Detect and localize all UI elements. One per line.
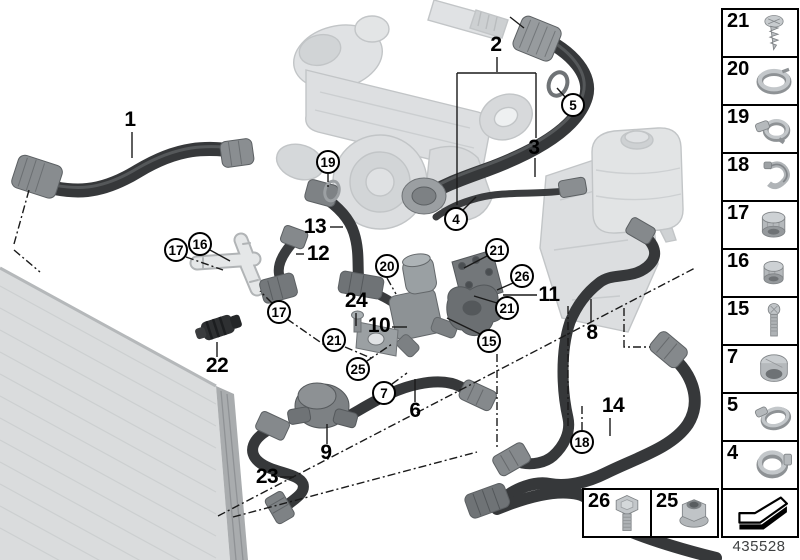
callout-circled-17[interactable]: 17	[164, 238, 188, 262]
bracket-24	[351, 310, 399, 357]
callout-circled-19[interactable]: 19	[316, 150, 340, 174]
clamp-angled-icon	[752, 397, 796, 437]
legend-item-number: 17	[727, 202, 750, 224]
callout-24[interactable]: 24	[344, 289, 368, 312]
callout-circled-16[interactable]: 16	[188, 232, 212, 256]
hose-2	[418, 29, 595, 204]
legend-item-number: 16	[727, 250, 750, 272]
callout-12[interactable]: 12	[306, 242, 330, 265]
callout-circled-7[interactable]: 7	[372, 381, 396, 405]
callout-circled-18[interactable]: 18	[570, 430, 594, 454]
radiator	[0, 266, 248, 560]
legend-item-15[interactable]: 15	[721, 296, 799, 346]
legend-item-25[interactable]: 25	[650, 488, 719, 538]
legend-item-7[interactable]: 7	[721, 344, 799, 394]
legend-item-5[interactable]: 5	[721, 392, 799, 442]
screw-icon	[752, 13, 796, 53]
mounting-bracket	[446, 249, 505, 337]
coupler-icon	[752, 205, 796, 245]
callout-circled-21[interactable]: 21	[485, 238, 509, 262]
callout-circled-21[interactable]: 21	[495, 296, 519, 320]
callout-circled-15[interactable]: 15	[477, 329, 501, 353]
legend-item-number: 5	[727, 394, 739, 416]
bolt-icon	[752, 301, 796, 341]
legend-item-26[interactable]: 26	[582, 488, 652, 538]
hose-clamp-icon	[752, 61, 796, 101]
corner-arrow-icon	[728, 495, 794, 533]
ghost-pipe	[427, 0, 509, 41]
legend-sidebar: 21 20 19 18 17 16 15 7 5 4	[721, 8, 799, 490]
hose-8	[516, 225, 661, 470]
clamp-tab-icon	[752, 445, 796, 485]
callout-circled-20[interactable]: 20	[375, 254, 399, 278]
temperature-sensor	[195, 314, 242, 341]
callout-circled-26[interactable]: 26	[510, 264, 534, 288]
hose-6	[341, 376, 474, 423]
callout-23[interactable]: 23	[255, 465, 279, 488]
clamp-screw-icon	[752, 109, 796, 149]
callout-circled-25[interactable]: 25	[346, 357, 370, 381]
callout-circled-17[interactable]: 17	[267, 300, 291, 324]
hose-1	[23, 141, 251, 198]
legend-item-number: 18	[727, 154, 750, 176]
callout-circled-4[interactable]: 4	[444, 207, 468, 231]
legend-item-number: 21	[727, 10, 750, 32]
callout-1[interactable]: 1	[124, 108, 136, 131]
legend-item-17[interactable]: 17	[721, 200, 799, 250]
legend-item-number: 19	[727, 106, 750, 128]
legend-item-number: 20	[727, 58, 750, 80]
fittings	[11, 15, 688, 525]
callout-3[interactable]: 3	[528, 136, 540, 159]
callout-6[interactable]: 6	[409, 399, 421, 422]
water-pump	[287, 382, 359, 429]
legend-arrow-box	[721, 488, 799, 538]
clip-icon	[752, 157, 796, 197]
leader-lines	[13, 16, 696, 518]
legend-item-4[interactable]: 4	[721, 440, 799, 490]
legend-item-number: 25	[656, 490, 679, 512]
legend-item-number: 26	[588, 490, 611, 512]
callout-9[interactable]: 9	[320, 441, 332, 464]
callout-circled-5[interactable]: 5	[561, 93, 585, 117]
sleeve-icon	[752, 349, 796, 389]
legend-item-19[interactable]: 19	[721, 104, 799, 154]
legend-item-number: 7	[727, 346, 739, 368]
ghost-parts	[275, 0, 684, 333]
hex-bolt-icon	[605, 493, 649, 533]
legend-item-number: 4	[727, 442, 739, 464]
callout-8[interactable]: 8	[586, 321, 598, 344]
coupler-small-icon	[752, 253, 796, 293]
flange-nut-icon	[672, 493, 716, 533]
legend-item-21[interactable]: 21	[721, 8, 799, 58]
callout-22[interactable]: 22	[205, 354, 229, 377]
hose-23	[247, 422, 309, 514]
callout-2[interactable]: 2	[490, 33, 502, 56]
catalog-number: 435528	[732, 538, 786, 555]
callout-11[interactable]: 11	[538, 283, 560, 306]
callout-10[interactable]: 10	[367, 314, 391, 337]
callout-13[interactable]: 13	[303, 215, 327, 238]
ghost-egr-assembly	[275, 15, 533, 230]
callout-circled-21[interactable]: 21	[322, 328, 346, 352]
legend-item-number: 15	[727, 298, 750, 320]
callout-14[interactable]: 14	[601, 394, 625, 417]
legend-item-20[interactable]: 20	[721, 56, 799, 106]
y-connector	[189, 232, 265, 297]
hoses	[23, 29, 722, 560]
ghost-expansion-tank	[591, 127, 684, 243]
legend-item-18[interactable]: 18	[721, 152, 799, 202]
legend-item-16[interactable]: 16	[721, 248, 799, 298]
